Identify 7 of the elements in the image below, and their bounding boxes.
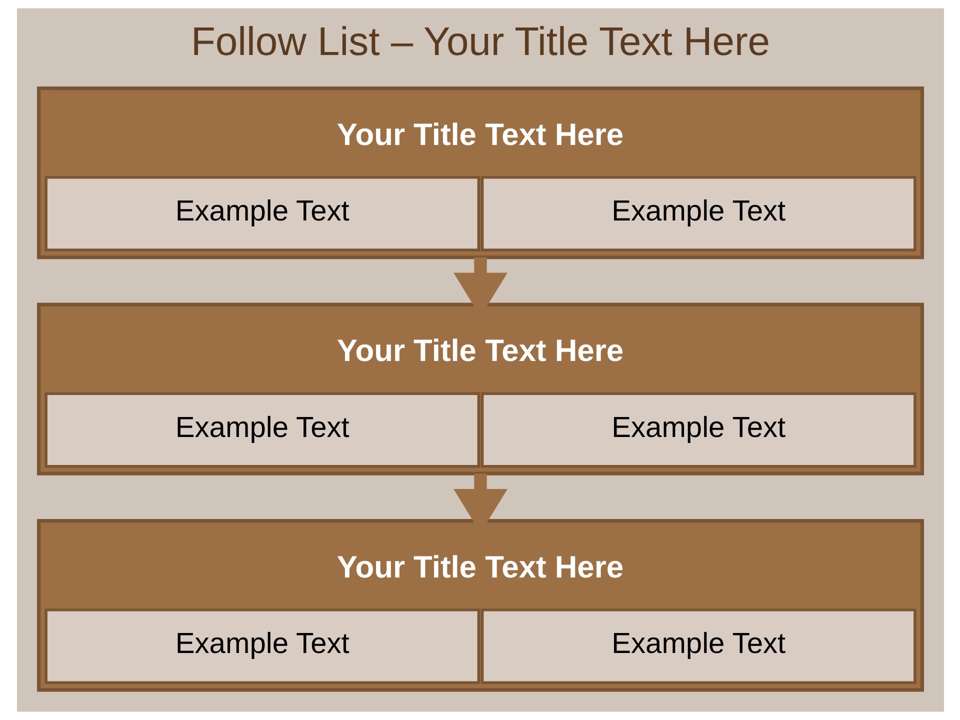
node-box: Example Text	[44, 176, 480, 252]
node-box: Example Text	[480, 176, 916, 252]
node-box: Example Text	[44, 392, 480, 468]
node-box: Example Text	[480, 608, 916, 684]
diagram-title: Follow List – Your Title Text Here	[190, 20, 770, 64]
node-box: Example Text	[480, 392, 916, 468]
node-box: Example Text	[44, 608, 480, 684]
